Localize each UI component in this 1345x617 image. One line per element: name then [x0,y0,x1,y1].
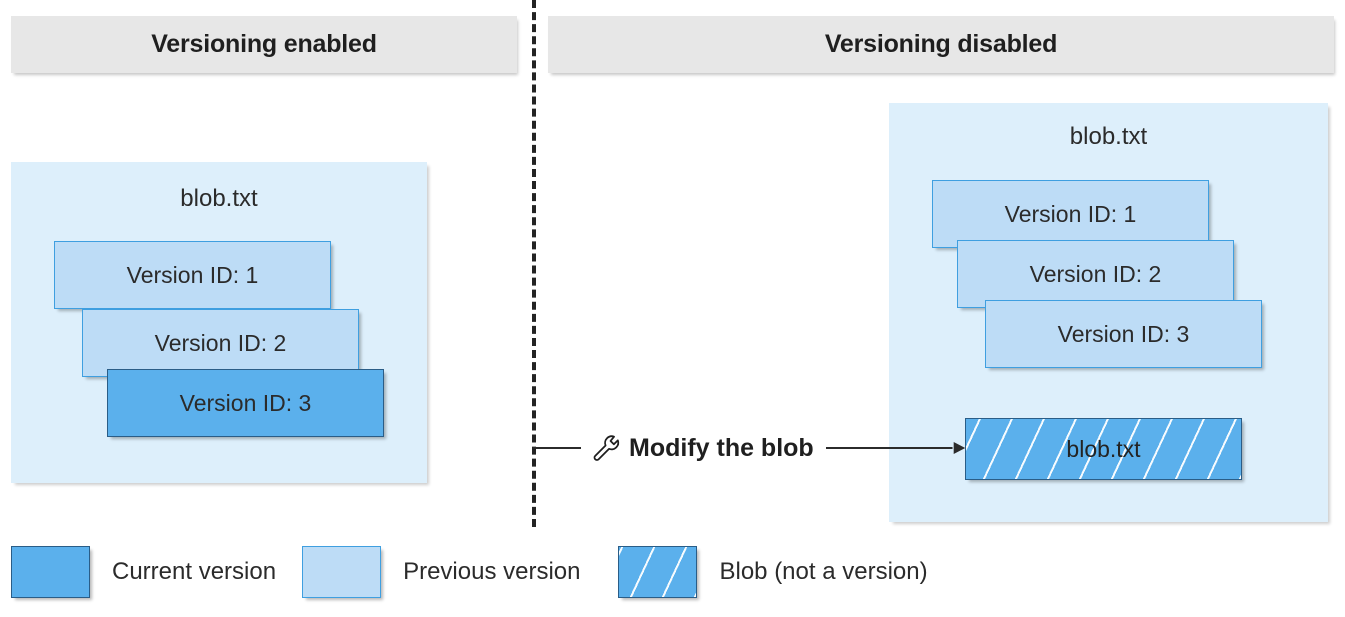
modify-arrow-icon [826,442,965,454]
version-box-right-2: Version ID: 2 [957,240,1234,308]
version-box-left-3-current: Version ID: 3 [107,369,384,437]
blob-panel-versioning-enabled: blob.txt Version ID: 1 Version ID: 2 Ver… [11,162,427,483]
version-box-left-2: Version ID: 2 [82,309,359,377]
modified-blob-box: blob.txt [965,418,1242,480]
blob-panel-versioning-disabled: blob.txt Version ID: 1 Version ID: 2 Ver… [889,103,1328,522]
legend-swatch-previous-version [302,546,382,598]
legend-label-current-version: Current version [112,558,277,585]
legend-item-previous-version: Previous version [302,546,580,598]
vertical-dashed-divider [532,0,536,527]
legend-swatch-blob-not-a-version [618,546,698,598]
header-label-left: Versioning enabled [151,30,377,58]
version-box-right-3-label: Version ID: 3 [1057,320,1190,347]
version-box-left-1: Version ID: 1 [54,241,331,309]
version-box-left-2-label: Version ID: 2 [154,329,287,356]
modify-blob-action: Modify the blob [533,428,965,468]
legend: Current version Previous version Blob (n… [11,546,928,598]
wrench-icon [593,435,620,461]
version-box-right-1: Version ID: 1 [932,180,1209,248]
legend-swatch-current-version [11,546,90,598]
legend-item-blob-not-a-version: Blob (not a version) [618,546,928,598]
modify-connector-line [533,447,581,449]
header-versioning-disabled: Versioning disabled [548,16,1334,73]
header-versioning-enabled: Versioning enabled [11,16,517,73]
version-box-right-1-label: Version ID: 1 [1004,200,1137,227]
header-label-right: Versioning disabled [824,30,1058,58]
panel-right-blob-name: blob.txt [1069,123,1148,150]
modified-blob-label: blob.txt [1066,435,1141,462]
version-box-right-3: Version ID: 3 [985,300,1262,368]
modify-blob-label: Modify the blob [629,433,814,462]
legend-item-current-version: Current version [11,546,276,598]
version-box-right-2-label: Version ID: 2 [1029,260,1162,287]
version-box-left-3-label: Version ID: 3 [179,389,312,416]
legend-label-previous-version: Previous version [403,558,581,585]
panel-left-blob-name: blob.txt [180,185,258,212]
legend-label-blob-not-a-version: Blob (not a version) [719,558,928,585]
version-box-left-1-label: Version ID: 1 [126,261,259,288]
